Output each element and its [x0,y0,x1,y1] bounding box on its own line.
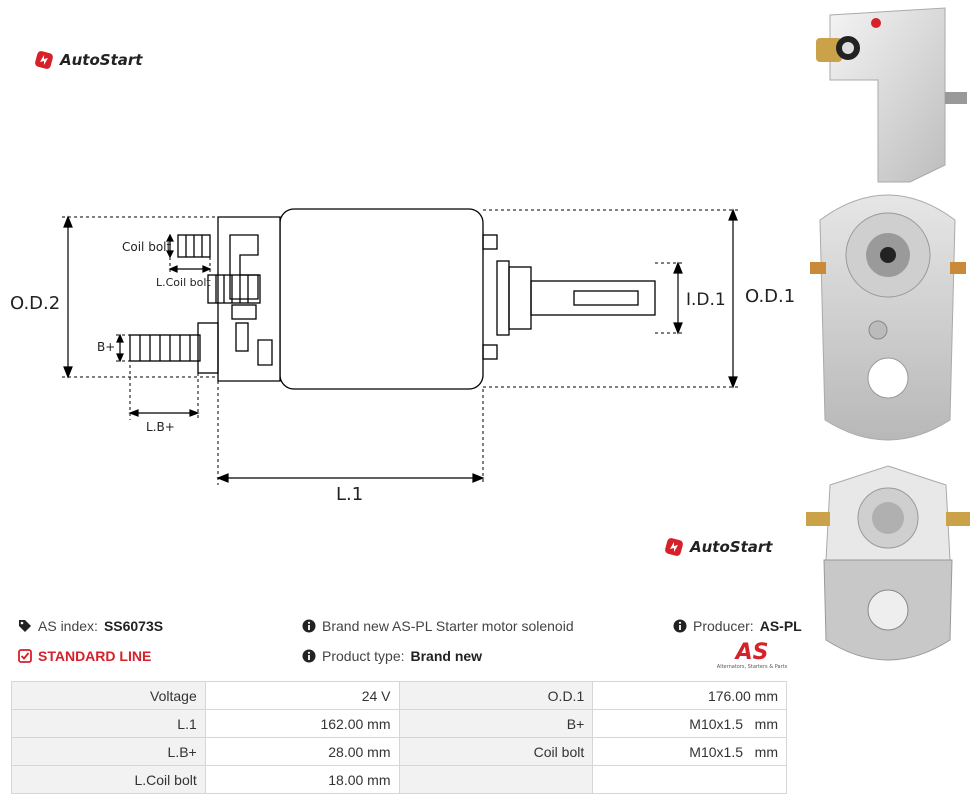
product-type: Product type: Brand new [302,648,482,664]
autostart-logo-text: AutoStart [690,538,773,556]
coil-bolt-label: Coil bolt [122,240,171,254]
as-index-value: SS6073S [103,618,164,634]
product-photos [806,7,970,661]
producer: Producer: AS-PL [673,618,802,634]
spec-value: M10x1.5 mm [592,737,787,766]
spec-label: O.D.1 [398,681,594,710]
autostart-logo-secondary: AutoStart [664,537,772,557]
info-icon [673,619,687,633]
product-photo-rear [806,465,970,661]
as-pl-logo: AS Alternators, Starters & Parts [712,640,792,671]
spec-value: 28.00 mm [204,737,400,766]
spec-label: Coil bolt [398,737,594,766]
autostart-logo-text: AutoStart [60,51,143,69]
description: Brand new AS-PL Starter motor solenoid [302,618,574,634]
as-pl-logo-mark: AS [735,640,769,665]
spec-value: 24 V [204,681,400,710]
b-plus-label: B+ [97,340,115,354]
spec-label: L.Coil bolt [11,765,206,794]
product-photo-front [810,194,966,441]
spec-value: 176.00 mm [592,681,787,710]
producer-value: AS-PL [759,618,802,634]
info-icon [302,649,316,663]
spec-value [592,765,787,794]
od2-label: O.D.2 [10,293,60,314]
spec-value: M10x1.5 mm [592,709,787,738]
l1-label: L.1 [336,484,363,505]
info-icon [302,619,316,633]
spec-label: Voltage [11,681,206,710]
lb-label: L.B+ [146,420,175,434]
product-photo-side [816,7,967,183]
standard-line: STANDARD LINE [18,648,151,664]
od1-label: O.D.1 [745,286,795,307]
autostart-logo-icon [35,51,53,69]
as-pl-logo-subtitle: Alternators, Starters & Parts [716,664,788,670]
spec-label: B+ [398,709,594,738]
standard-line-label: STANDARD LINE [38,648,152,664]
producer-label: Producer: [693,618,754,634]
spec-value: 162.00 mm [204,709,400,738]
autostart-logo: AutoStart [34,50,142,70]
b-plus-bolt [129,334,201,362]
id1-label: I.D.1 [686,290,726,310]
autostart-logo-icon [665,538,683,556]
tags-icon [19,620,31,632]
plunger [508,266,532,330]
as-index-label: AS index: [38,618,98,634]
lcoil-bolt-label: L.Coil bolt [156,276,211,289]
description-text: Brand new AS-PL Starter motor solenoid [322,618,574,634]
solenoid-body [279,208,484,390]
spec-label [398,765,594,794]
spec-label: L.B+ [11,737,206,766]
product-type-label: Product type: [322,648,405,664]
product-type-value: Brand new [410,648,483,664]
spec-label: L.1 [11,709,206,738]
checkbox-checked-icon [18,649,32,663]
solenoid-dimension-diagram: O.D.2 O.D.1 I.D.1 L.1 L.B+ Coil bolt L.C… [10,208,795,505]
spec-value: 18.00 mm [204,765,400,794]
as-index: AS index: SS6073S [18,618,163,634]
